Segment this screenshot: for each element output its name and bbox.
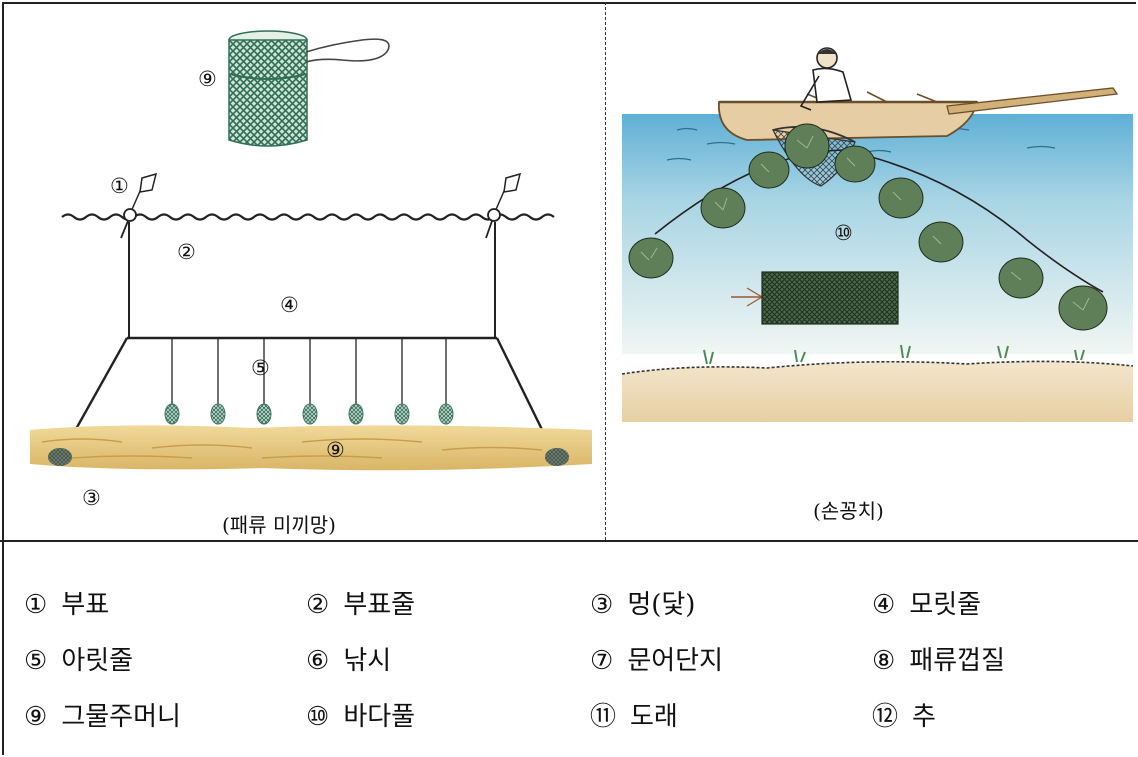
float-left (120, 172, 158, 239)
seaweed-rope (654, 149, 1104, 293)
submerged-net-bundle (731, 271, 899, 325)
seabed (622, 361, 1133, 422)
sandy-seabed (30, 425, 592, 471)
marker-seaweed: ⑩ (834, 221, 853, 245)
marker-branch-line: ⑤ (251, 356, 270, 380)
anchor-right (545, 448, 569, 466)
boat (718, 87, 1119, 141)
marker-float-line: ② (177, 240, 196, 264)
fisherman (799, 47, 853, 111)
seaweed-bundles (628, 123, 1108, 331)
marker-pouch: ⑨ (198, 67, 217, 91)
anchor-left (48, 448, 72, 466)
marker-anchor: ③ (82, 486, 101, 510)
panel-divider (605, 2, 606, 540)
branch-lines-with-pouches (164, 339, 454, 425)
seabed-grass (703, 344, 1085, 365)
bait-net-illustration (30, 30, 592, 471)
sea-surface-wave (61, 213, 555, 221)
float-right (485, 172, 522, 239)
right-panel-hand-saury: ⑩ (손꽁치) (607, 2, 1136, 540)
legend-divider (0, 540, 1138, 542)
net-pouch-top (228, 30, 390, 147)
marker-float: ① (110, 174, 129, 198)
saury-illustration (621, 47, 1134, 422)
caption-hand-saury: (손꽁치) (813, 499, 884, 523)
marker-bottom-pouch: ⑨ (326, 438, 345, 462)
left-panel-shellfish-bait-net: ⑨ ① ② ④ ⑤ ⑨ ③ (패류 미끼망) (2, 2, 605, 540)
caption-shellfish-bait-net: (패류 미끼망) (222, 513, 336, 537)
marker-main-line: ④ (280, 293, 299, 317)
